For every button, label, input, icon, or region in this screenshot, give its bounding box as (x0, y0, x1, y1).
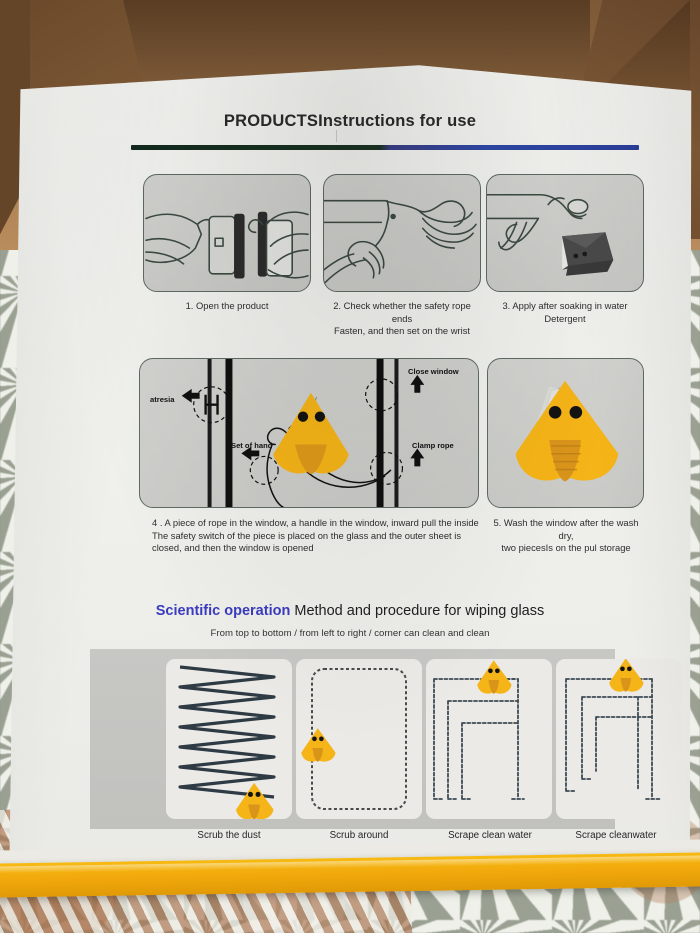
instruction-content: PRODUCTSInstructions for use (9, 65, 691, 862)
hands-opening-product-icon (145, 211, 309, 279)
scientific-operation-accent: Scientific operation (155, 603, 291, 619)
step-1-caption-text: 1. Open the product (185, 300, 269, 311)
step-1-illustration-panel (143, 174, 311, 292)
label-clamp-rope: Clamp rope (412, 441, 454, 450)
hand-soaking-wiper-icon (487, 193, 614, 276)
yellow-duck-cleaner-icon (273, 392, 349, 475)
step-5-caption: 5. Wash the window after the wash dry, t… (486, 517, 646, 555)
step-2-illustration-panel (323, 174, 481, 292)
instruction-sheet: PRODUCTSInstructions for use (9, 65, 692, 862)
label-close-window: Close window (408, 367, 459, 376)
operation-3-caption: Scrape clean water (448, 830, 532, 841)
zigzag-vertical-icon (178, 665, 276, 819)
step-1-caption: 1. Open the product (143, 300, 311, 313)
scientific-operation-rest: Method and procedure for wiping glass (294, 603, 545, 619)
label-atresia: atresia (150, 395, 175, 404)
scientific-operation-heading: Scientific operation Method and procedur… (9, 603, 691, 619)
step-4-caption-text: 4 . A piece of rope in the window, a han… (152, 517, 479, 554)
operation-2-card (296, 659, 422, 819)
step-2-caption-text: 2. Check whether the safety rope ends Fa… (333, 300, 471, 337)
perimeter-rectangle-icon (301, 668, 407, 810)
sheet-crease (336, 130, 338, 142)
operation-1-caption: Scrub the dust (197, 830, 261, 841)
yellow-duck-cleaner-icon (515, 380, 619, 482)
nested-u-paths-offset-icon (565, 659, 661, 800)
step-3-caption-text: 3. Apply after soaking in water Detergen… (502, 300, 628, 324)
step-4-caption: 4 . A piece of rope in the window, a han… (152, 517, 488, 555)
window-rope-handle-diagram (181, 359, 425, 507)
operation-1-card (166, 659, 292, 819)
operations-band (90, 649, 682, 829)
scientific-operation-subtitle: From top to bottom / from left to right … (210, 628, 490, 639)
step-4-illustration-panel: atresia Set of hand Close window Clamp r… (139, 358, 479, 508)
operation-2-caption: Scrub around (329, 830, 389, 841)
step-3-illustration-panel (486, 174, 644, 292)
operation-4-caption: Scrape cleanwater (575, 830, 657, 841)
page-title: PRODUCTSInstructions for use (223, 112, 477, 130)
title-divider (131, 145, 639, 150)
step-5-caption-text: 5. Wash the window after the wash dry, t… (493, 517, 639, 554)
label-set-of-hand: Set of hand (231, 441, 273, 450)
operation-4-card (556, 659, 682, 819)
step-3-caption: 3. Apply after soaking in water Detergen… (486, 300, 644, 325)
operation-3-card (426, 659, 552, 819)
nested-u-paths-icon (433, 660, 525, 800)
step-5-illustration-panel (487, 358, 644, 508)
step-2-caption: 2. Check whether the safety rope ends Fa… (323, 300, 481, 338)
hand-wrist-rope-icon (324, 199, 477, 285)
